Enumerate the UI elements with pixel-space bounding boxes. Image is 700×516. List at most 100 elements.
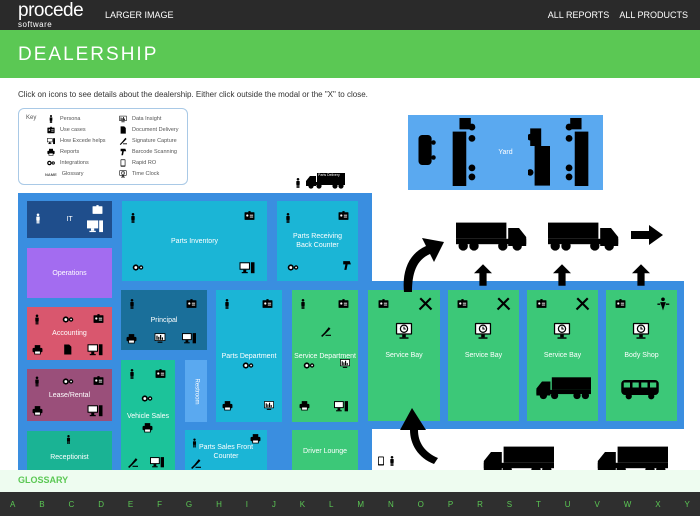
persona-icon[interactable] [32,374,42,389]
signature-capture-icon[interactable] [127,457,138,468]
glossary-letter-j[interactable]: J [271,499,276,509]
reports-icon[interactable] [222,400,233,411]
use-cases-icon[interactable] [155,368,166,379]
glossary-letter-x[interactable]: X [655,499,661,509]
glossary-letter-h[interactable]: H [216,499,222,509]
truck-icon[interactable] [528,128,550,186]
use-cases-icon[interactable] [186,298,197,309]
computer-icon[interactable] [86,218,104,234]
truck-icon[interactable] [456,222,528,252]
computer-icon[interactable] [332,399,350,413]
integrations-icon[interactable] [238,360,258,371]
integrations-icon[interactable] [283,262,303,273]
persona-icon[interactable] [190,436,199,450]
room-body-shop[interactable]: Body Shop [606,290,677,421]
use-cases-icon[interactable] [338,210,349,221]
glossary-letter-u[interactable]: U [564,499,571,509]
glossary-letter-y[interactable]: Y [684,499,690,509]
glossary-letter-e[interactable]: E [127,499,134,509]
signature-capture-icon[interactable] [320,326,331,337]
document-delivery-icon[interactable] [62,344,73,355]
use-cases-icon[interactable] [615,298,626,309]
time-clock-icon[interactable] [393,322,415,340]
persona-icon[interactable] [283,210,293,226]
computer-icon[interactable] [86,403,104,418]
integrations-icon[interactable] [58,314,78,325]
use-cases-icon[interactable] [457,298,468,309]
tools-icon[interactable] [418,296,433,311]
truck-icon[interactable] [535,377,591,400]
glossary-letter-o[interactable]: O [417,499,424,509]
glossary-letter-i[interactable]: I [245,499,248,509]
paint-icon[interactable] [656,296,670,311]
use-cases-icon[interactable] [92,204,103,215]
larger-image-link[interactable]: LARGER IMAGE [105,10,174,20]
reports-icon[interactable] [32,344,43,355]
room-parts-department[interactable]: Parts Department [216,290,282,422]
room-parts-inventory[interactable]: Parts Inventory [122,201,267,281]
glossary-letter-c[interactable]: C [68,499,75,509]
glossary-letter-s[interactable]: S [506,499,513,509]
glossary-letter-d[interactable]: D [98,499,104,509]
all-reports-link[interactable]: ALL REPORTS [547,10,610,20]
persona-icon[interactable] [387,454,397,468]
time-clock-icon[interactable] [551,322,573,340]
data-insight-icon[interactable] [338,358,352,369]
integrations-icon[interactable] [128,262,148,273]
room-operations[interactable]: Operations [27,248,112,298]
persona-icon[interactable] [64,435,73,444]
signature-capture-icon[interactable] [190,458,201,469]
integrations-icon[interactable] [58,376,78,387]
glossary-letter-k[interactable]: K [299,499,306,509]
reports-icon[interactable] [142,422,153,433]
glossary-letter-r[interactable]: R [477,499,483,509]
data-insight-icon[interactable] [153,332,167,344]
room-service-department[interactable]: Service Department [292,290,358,422]
truck-icon[interactable] [452,118,476,186]
computer-icon[interactable] [237,260,257,275]
glossary-letter-w[interactable]: W [623,499,632,509]
computer-icon[interactable] [86,342,104,357]
truck-icon[interactable] [565,118,589,186]
glossary-letter-m[interactable]: M [357,499,365,509]
room-service-bay-2[interactable]: Service Bay [448,290,519,421]
data-insight-icon[interactable] [262,400,276,411]
integrations-icon[interactable] [299,360,319,371]
use-cases-icon[interactable] [244,210,255,221]
bus-icon[interactable] [416,135,436,165]
use-cases-icon[interactable] [338,298,349,309]
tools-icon[interactable] [496,296,511,311]
room-service-bay-1[interactable]: Service Bay [368,290,440,421]
room-restroom[interactable]: Restroom [185,360,207,422]
room-vehicle-sales[interactable]: Vehicle Sales [121,360,175,473]
reports-icon[interactable] [299,400,310,411]
glossary-letter-v[interactable]: V [594,499,600,509]
rapid-ro-icon[interactable] [376,454,386,468]
use-cases-icon[interactable] [378,298,389,309]
computer-icon[interactable] [180,331,198,345]
glossary-letter-t[interactable]: T [536,499,541,509]
room-driver-lounge[interactable]: Driver Lounge [292,430,358,473]
reports-icon[interactable] [126,333,137,344]
all-products-link[interactable]: ALL PRODUCTS [619,10,688,20]
glossary-letter-n[interactable]: N [387,499,394,509]
tools-icon[interactable] [575,296,590,311]
use-cases-icon[interactable] [93,313,104,324]
persona-icon[interactable] [32,312,42,327]
time-clock-icon[interactable] [472,322,494,340]
time-clock-icon[interactable] [630,322,652,340]
computer-icon[interactable] [148,455,166,469]
glossary-letter-f[interactable]: F [157,499,163,509]
glossary-letter-g[interactable]: G [185,499,193,509]
glossary-letter-b[interactable]: B [39,499,45,509]
room-service-bay-3[interactable]: Service Bay [527,290,598,421]
persona-icon[interactable] [127,366,137,382]
persona-icon[interactable] [222,296,232,312]
integrations-icon[interactable] [138,393,156,404]
barcode-scanning-icon[interactable] [341,260,352,271]
persona-icon[interactable] [298,296,308,312]
truck-icon[interactable] [548,222,620,252]
room-parts-sales[interactable]: Parts Sales Front Counter [185,430,267,473]
persona-icon[interactable] [127,296,137,312]
